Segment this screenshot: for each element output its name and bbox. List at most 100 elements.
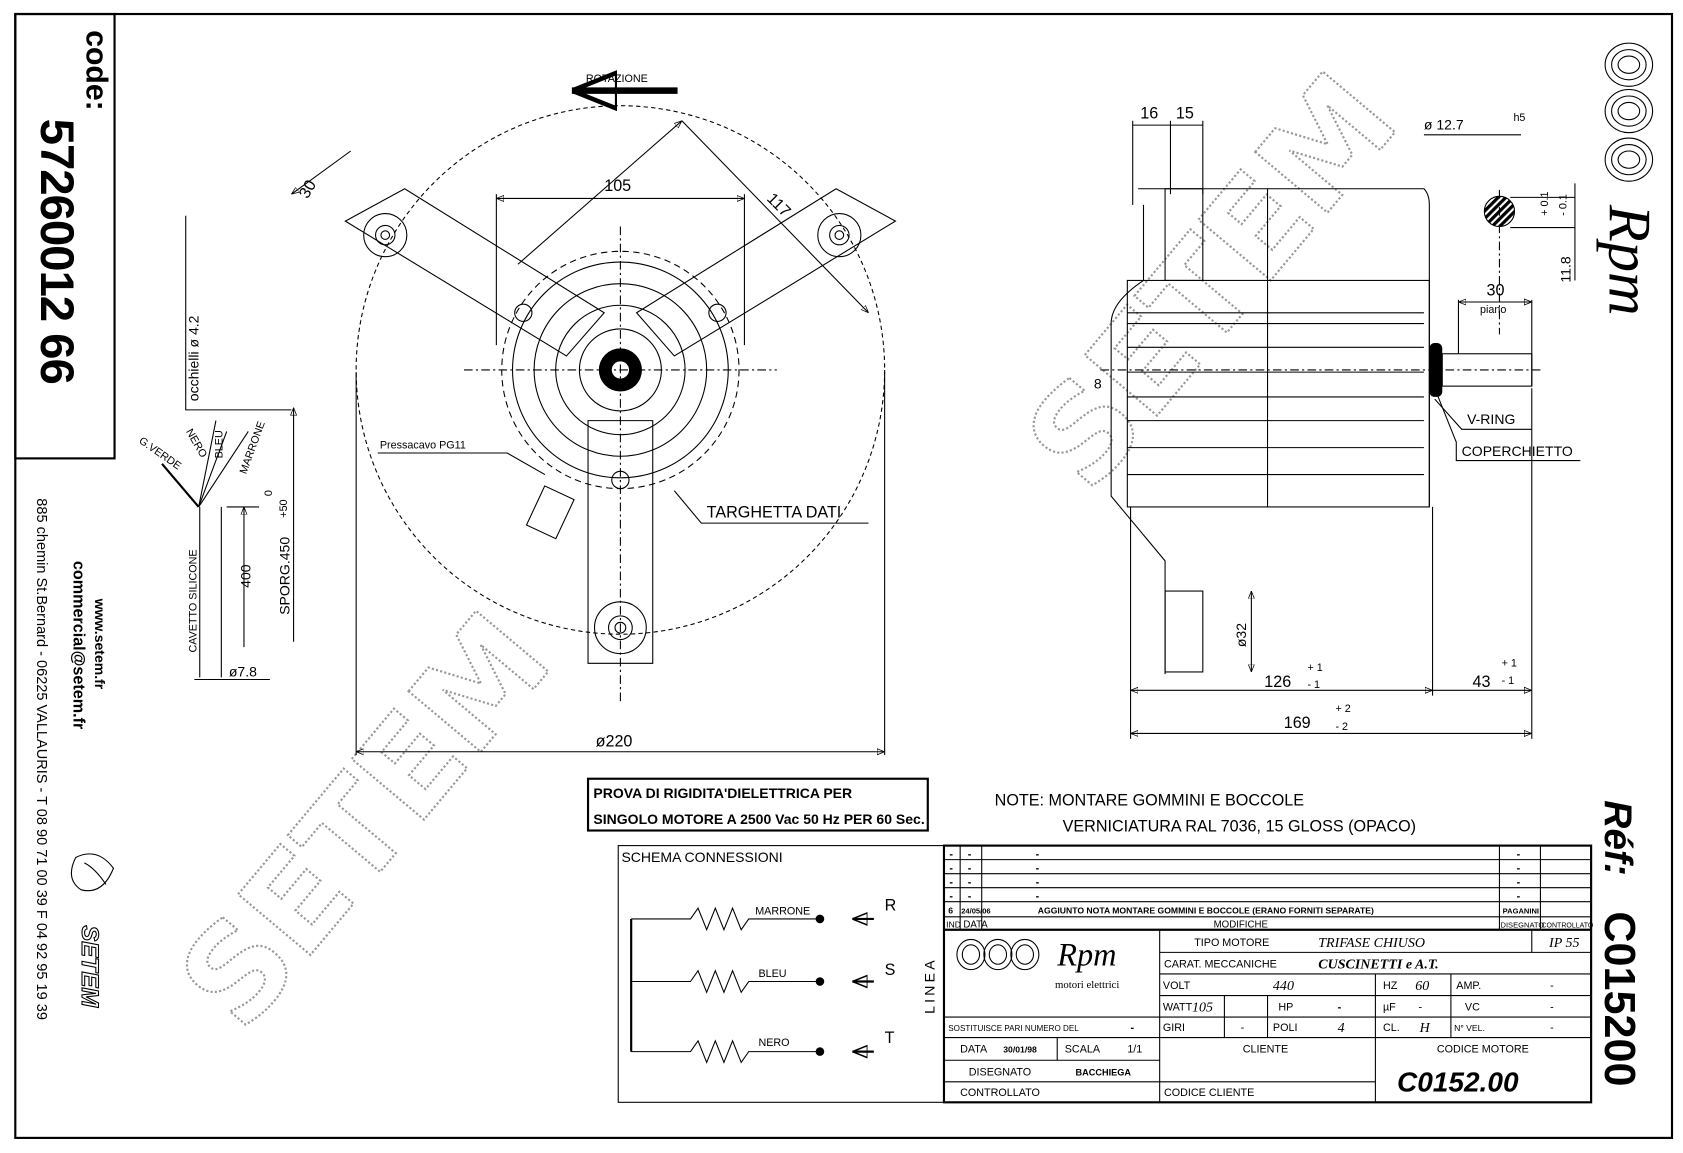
drawing-frame xyxy=(14,12,1674,1139)
flat-label: piano xyxy=(1480,304,1506,316)
dim-117: 117 xyxy=(763,190,794,221)
test-line-2: SINGOLO MOTORE A 2500 Vac 50 Hz PER 60 S… xyxy=(593,811,924,827)
cable-gland-label: Pressacavo PG11 xyxy=(380,440,466,452)
rpm-logo-top: Rpm xyxy=(1595,42,1662,316)
tol-plus: + 2 xyxy=(1335,703,1350,715)
phase-row: MARRONE R xyxy=(631,896,897,932)
header-disegnato: DISEGNATO xyxy=(1501,921,1545,930)
revision-row: ---- xyxy=(949,877,1520,889)
rpm-logo: Rpm motori elettrici xyxy=(956,936,1119,991)
rev-ind: - xyxy=(949,891,953,903)
test-line-1: PROVA DI RIGIDITA'DIELETTRICA PER xyxy=(593,785,852,801)
phase-label: R xyxy=(885,896,897,914)
note-line-2: VERNICIATURA RAL 7036, 15 GLOSS (OPACO) xyxy=(1063,818,1416,836)
rev-dis: PAGANINI xyxy=(1503,907,1539,916)
tol-minus: - 1 xyxy=(1502,675,1515,687)
header-data: DATA xyxy=(963,920,988,931)
flat-tol-minus: - 0.1 xyxy=(1557,194,1569,216)
setem-logo-text: SETEM xyxy=(76,925,102,1008)
tipo-motore-value: TRIFASE CHIUSO xyxy=(1318,936,1425,951)
dim-16: 16 xyxy=(1140,105,1158,123)
rev-mod: AGGIUNTO NOTA MONTARE GOMMINI E BOCCOLE … xyxy=(1038,906,1374,916)
rotation-label: ROTAZIONE xyxy=(586,73,648,85)
rpm-logo-subtitle: motori elettrici xyxy=(1055,979,1119,991)
volt-value: 440 xyxy=(1273,979,1294,994)
data-label: DATA xyxy=(960,1044,988,1056)
rev-ind: - xyxy=(949,877,953,889)
rev-date: - xyxy=(968,891,972,903)
flat-length: 30 xyxy=(1486,282,1504,300)
front-view: ROTAZIONE 105 117 30 ø220 Pressacavo PG1… xyxy=(291,73,897,755)
note-line-1: NOTE: MONTARE GOMMINI E BOCCOLE xyxy=(995,792,1305,810)
rev-date: 24/05/06 xyxy=(961,907,990,916)
poli-label: POLI xyxy=(1273,1022,1298,1034)
dim-32: ø32 xyxy=(1233,623,1249,647)
dim-30: 30 xyxy=(295,177,320,202)
ref-label: Réf: xyxy=(1596,800,1639,875)
code-value: 57260012 66 xyxy=(30,119,83,384)
setem-logo: SETEM xyxy=(70,853,115,1009)
hp-label: HP xyxy=(1278,1002,1293,1014)
scala-label: SCALA xyxy=(1065,1044,1101,1056)
amp-value: - xyxy=(1550,980,1554,992)
cable-type-label: CAVETTO SILICONE xyxy=(188,549,200,652)
uf-value: - xyxy=(1419,1002,1423,1014)
tol-plus: + 1 xyxy=(1307,662,1322,674)
rev-date: - xyxy=(968,848,972,860)
uf-label: µF xyxy=(1383,1002,1396,1014)
rev-ind: - xyxy=(949,848,953,860)
shaft-diameter: ø 12.7 xyxy=(1424,116,1464,132)
dim-43: 43 xyxy=(1472,673,1490,691)
mount-hole xyxy=(817,213,862,258)
rev-mod: - xyxy=(1036,877,1040,889)
cl-value: H xyxy=(1419,1021,1431,1036)
dim-8: 8 xyxy=(1094,375,1102,391)
dim-220: ø220 xyxy=(596,732,633,750)
cable-diameter: ø7.8 xyxy=(229,663,257,679)
carat-label: CARAT. MECCANICHE xyxy=(1164,958,1277,970)
hp-value: - xyxy=(1338,1002,1342,1014)
email-link[interactable]: commercial@setem.fr xyxy=(70,561,88,730)
mount-hole xyxy=(593,601,647,655)
hz-value: 60 xyxy=(1415,979,1429,994)
website-link[interactable]: www.setem.fr xyxy=(92,598,108,690)
amp-label: AMP. xyxy=(1456,980,1481,992)
rev-date: - xyxy=(968,877,972,889)
rev-ind: - xyxy=(949,862,953,874)
nameplate-label: TARGHETTA DATI xyxy=(707,504,842,522)
codice-motore-label: CODICE MOTORE xyxy=(1437,1044,1529,1056)
company-address: 885 chemin St.Bernard - 06225 VALLAURIS … xyxy=(33,498,49,1020)
sostituisce-value: - xyxy=(1131,1022,1135,1034)
wire-label: NERO xyxy=(758,1037,789,1049)
giri-label: GIRI xyxy=(1163,1022,1185,1034)
length-400: 400 xyxy=(237,564,253,588)
vc-value: - xyxy=(1550,1002,1554,1014)
vc-label: VC xyxy=(1465,1002,1480,1014)
sostituisce-label: SOSTITUISCE PARI NUMERO DEL xyxy=(948,1024,1079,1033)
ip-value: IP 55 xyxy=(1548,936,1580,951)
flat-tol-plus: + 0.1 xyxy=(1539,191,1551,215)
rev-dis: - xyxy=(1517,862,1521,874)
line-label: LINEA xyxy=(921,957,937,1014)
controllato-label: CONTROLLATO xyxy=(960,1087,1040,1099)
header-modifiche: MODIFICHE xyxy=(1214,920,1269,931)
cliente-label: CLIENTE xyxy=(1243,1044,1288,1056)
rev-mod: - xyxy=(1036,848,1040,860)
volt-label: VOLT xyxy=(1163,980,1191,992)
dim-15: 15 xyxy=(1176,105,1194,123)
header-ind: IND xyxy=(946,920,961,930)
wire-label: NERO xyxy=(183,427,209,460)
eyelets-label: occhielli ø 4.2 xyxy=(186,315,202,401)
dim-105: 105 xyxy=(604,177,631,195)
scala-value: 1/1 xyxy=(1127,1044,1142,1056)
codice-motore-value: C0152.00 xyxy=(1397,1067,1519,1098)
poli-value: 4 xyxy=(1338,1021,1345,1036)
shaft-tolerance: h5 xyxy=(1513,112,1525,124)
data-value: 30/01/98 xyxy=(1003,1045,1037,1055)
watt-value: 105 xyxy=(1192,1001,1213,1016)
length-tol-plus: +50 xyxy=(278,499,290,517)
header-controllato: CONTROLLATO xyxy=(1541,923,1593,930)
disegnato-value: BACCHIEGA xyxy=(1076,1067,1132,1077)
